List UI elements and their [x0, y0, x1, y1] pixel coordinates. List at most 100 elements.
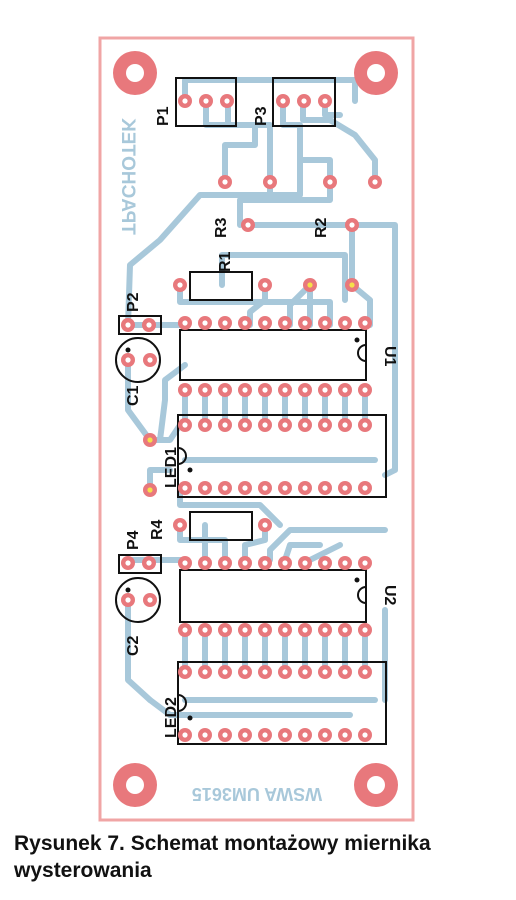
- led2-pin-hole: [202, 669, 208, 675]
- led2-pin-hole: [222, 732, 228, 738]
- u1-pin-hole: [362, 387, 368, 393]
- u1-outline: [179, 329, 367, 381]
- r3-pad-hole: [267, 179, 273, 185]
- led1-pin-hole: [262, 422, 268, 428]
- pin1-markers: [125, 337, 360, 721]
- led1-pin-hole: [322, 422, 328, 428]
- c2-outline: [115, 577, 161, 623]
- p2-pad-hole: [125, 322, 131, 328]
- led1-pin-hole: [282, 422, 288, 428]
- u1-pin-hole: [282, 320, 288, 326]
- label-r4: R4: [149, 519, 166, 540]
- p2-pad-hole: [146, 322, 152, 328]
- u1-pin-hole: [222, 320, 228, 326]
- u2-pin-hole: [242, 560, 248, 566]
- led2-pin-hole: [322, 732, 328, 738]
- u2-pin-hole: [182, 560, 188, 566]
- led2-pin-hole: [222, 669, 228, 675]
- u2-pin-hole: [262, 560, 268, 566]
- board-text-bottom: WSWA UM3615: [192, 784, 322, 804]
- led2-pin-hole: [242, 669, 248, 675]
- led1-pin-hole: [262, 485, 268, 491]
- u2-outline: [179, 569, 367, 623]
- led2-pin-hole: [242, 732, 248, 738]
- u2-pin-hole: [362, 560, 368, 566]
- u2-pin-hole: [202, 627, 208, 633]
- u2-pin-hole: [342, 560, 348, 566]
- u2-pin-hole: [282, 560, 288, 566]
- mounting-hole-center: [126, 776, 144, 794]
- r3-pad-hole: [222, 179, 228, 185]
- led1-pin-hole: [182, 422, 188, 428]
- led2-pin-hole: [362, 732, 368, 738]
- via-pad-hole: [147, 487, 153, 493]
- via-pad-hole: [349, 282, 355, 288]
- u1-pin-hole: [322, 387, 328, 393]
- r4-pad-hole: [262, 522, 268, 528]
- p1-pad-hole: [203, 98, 209, 104]
- r1-pad-hole: [177, 282, 183, 288]
- caption-line-2: wysterowania: [14, 859, 152, 882]
- led2-pin-hole: [262, 669, 268, 675]
- c1-pad-hole: [147, 357, 153, 363]
- r1-outline: [189, 271, 253, 301]
- u1-pin-hole: [262, 320, 268, 326]
- component-labels: P1 P3 R3 R2 R1 P2 C1 U1 LED1 R4 P4 C2 U2…: [125, 106, 398, 738]
- c2-pad-hole: [125, 597, 131, 603]
- figure-caption: Rysunek 7. Schemat montażowy miernika wy…: [14, 830, 509, 884]
- led1-pin-hole: [202, 422, 208, 428]
- led1-pin-hole: [342, 422, 348, 428]
- p3-pad-hole: [301, 98, 307, 104]
- label-c2: C2: [125, 635, 142, 656]
- board-outline: [98, 36, 415, 822]
- u1-notch: [357, 344, 367, 362]
- led2-pin-hole: [262, 732, 268, 738]
- u1-pin-hole: [322, 320, 328, 326]
- led2-pin-hole: [342, 669, 348, 675]
- c1-pad-hole: [125, 357, 131, 363]
- led1-pin-hole: [362, 485, 368, 491]
- u1-pin-hole: [262, 387, 268, 393]
- label-u1: U1: [381, 346, 398, 367]
- p3-outline: [272, 77, 336, 127]
- u2-pin-hole: [222, 560, 228, 566]
- led1-pin-hole: [222, 485, 228, 491]
- p1-pad-hole: [224, 98, 230, 104]
- u1-pin-hole: [342, 320, 348, 326]
- led1-pin-hole: [342, 485, 348, 491]
- led1-pin-hole: [282, 485, 288, 491]
- label-p2: P2: [125, 292, 142, 312]
- led2-pin-hole: [322, 669, 328, 675]
- caption-line-1: Rysunek 7. Schemat montażowy miernika: [14, 832, 431, 855]
- label-p1: P1: [155, 106, 172, 126]
- u2-pin-hole: [242, 627, 248, 633]
- via-pad-hole: [147, 437, 153, 443]
- u2-pin-hole: [362, 627, 368, 633]
- led1-pin-hole: [242, 485, 248, 491]
- pcb-assembly-diagram: P1 P3 R3 R2 R1 P2 C1 U1 LED1 R4 P4 C2 U2…: [98, 36, 415, 822]
- led1-pin-hole: [242, 422, 248, 428]
- via-pad-hole: [307, 282, 313, 288]
- u2-pin-hole: [302, 627, 308, 633]
- p4-pad-hole: [125, 560, 131, 566]
- mounting-hole-center: [367, 776, 385, 794]
- led2-pin-hole: [182, 732, 188, 738]
- r2-pad-hole: [372, 179, 378, 185]
- r3-pad-hole: [245, 222, 251, 228]
- led2-outline: [177, 661, 387, 745]
- led2-pin-hole: [182, 669, 188, 675]
- led1-pin-hole: [222, 422, 228, 428]
- u1-pin-hole: [202, 387, 208, 393]
- u1-pin-hole: [302, 320, 308, 326]
- u2-pin-hole: [322, 627, 328, 633]
- u2-pin-hole: [222, 627, 228, 633]
- u2-pin-hole: [262, 627, 268, 633]
- p4-outline: [118, 554, 162, 574]
- led2-pin-hole: [302, 669, 308, 675]
- u1-pin-hole: [242, 320, 248, 326]
- p4-pad-hole: [146, 560, 152, 566]
- u2-pin-hole: [202, 560, 208, 566]
- p3-pad-hole: [280, 98, 286, 104]
- u2-pin-hole: [342, 627, 348, 633]
- label-p4: P4: [125, 530, 142, 550]
